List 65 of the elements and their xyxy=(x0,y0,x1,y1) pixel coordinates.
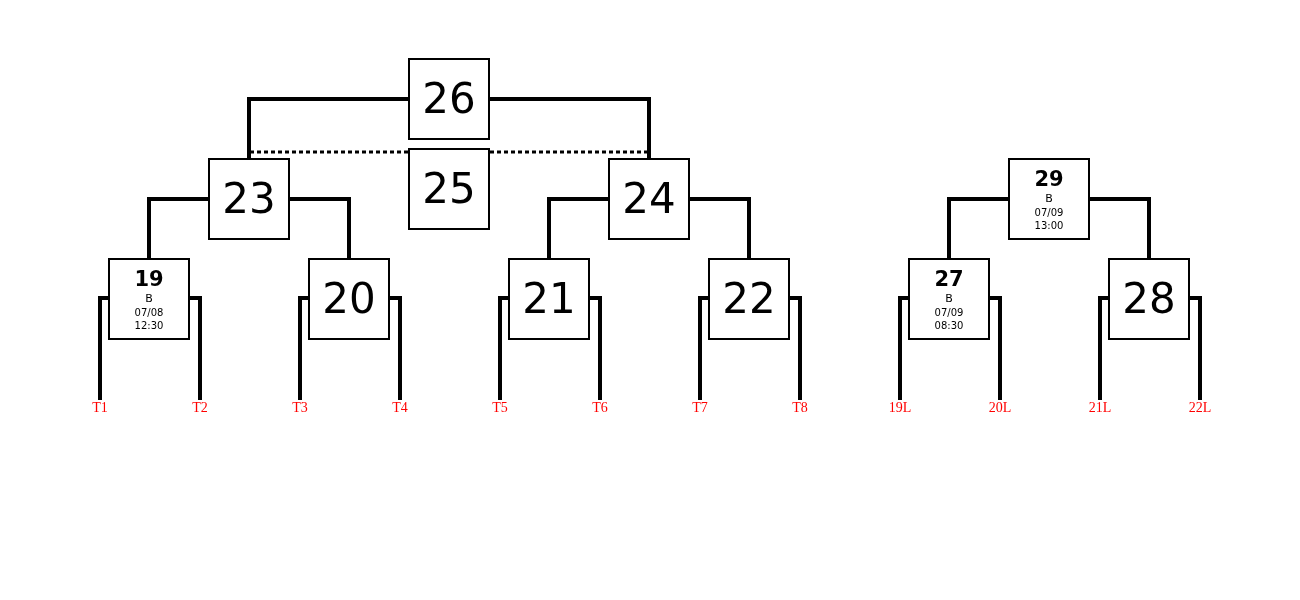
match-number: 22 xyxy=(722,276,776,322)
match-time: 12:30 xyxy=(134,318,164,332)
match-box xyxy=(1108,258,1190,340)
slot-label: 21L xyxy=(1080,400,1120,416)
bracket-line xyxy=(498,296,508,400)
bracket-line xyxy=(1190,296,1202,400)
slot-label: 20L xyxy=(980,400,1020,416)
dotted-bracket-line xyxy=(247,150,408,158)
slot-label: 22L xyxy=(1180,400,1220,416)
slot-label: 19L xyxy=(880,400,920,416)
bracket-line xyxy=(247,97,408,158)
match-time: 13:00 xyxy=(1034,218,1064,232)
bracket-line xyxy=(390,296,402,400)
bracket-line xyxy=(790,296,802,400)
bracket-line xyxy=(190,296,202,400)
match-box xyxy=(608,158,690,240)
slot-label: T6 xyxy=(580,400,620,416)
court-label: B xyxy=(945,290,953,306)
match-box xyxy=(1008,158,1090,240)
court-label: B xyxy=(1045,190,1053,206)
slot-label: T5 xyxy=(480,400,520,416)
slot-label: T3 xyxy=(280,400,320,416)
bracket-line xyxy=(690,197,751,258)
bracket-line xyxy=(990,296,1002,400)
match-number: 27 xyxy=(934,266,964,291)
court-label: B xyxy=(145,290,153,306)
bracket-line xyxy=(147,197,208,258)
match-number: 23 xyxy=(222,176,276,222)
match-box xyxy=(108,258,190,340)
bracket-line xyxy=(898,296,908,400)
slot-label: T1 xyxy=(80,400,120,416)
match-number: 29 xyxy=(1034,166,1064,191)
match-date: 07/08 xyxy=(134,305,164,319)
match-number: 21 xyxy=(522,276,576,322)
match-box xyxy=(208,158,290,240)
match-box xyxy=(908,258,990,340)
bracket-line xyxy=(1098,296,1108,400)
slot-label: T7 xyxy=(680,400,720,416)
bracket-line xyxy=(590,296,602,400)
bracket-line xyxy=(947,197,1008,258)
bracket-line xyxy=(298,296,308,400)
match-number: 26 xyxy=(422,76,476,122)
slot-label: T2 xyxy=(180,400,220,416)
slot-label: T4 xyxy=(380,400,420,416)
slot-label: T8 xyxy=(780,400,820,416)
bracket-line xyxy=(547,197,608,258)
match-date: 07/09 xyxy=(1034,205,1064,219)
bracket-line xyxy=(98,296,108,400)
match-time: 08:30 xyxy=(934,318,964,332)
match-number: 19 xyxy=(134,266,164,291)
bracket-line xyxy=(490,97,651,158)
bracket-line xyxy=(290,197,351,258)
dotted-bracket-line xyxy=(490,150,651,158)
match-box xyxy=(708,258,790,340)
match-number: 25 xyxy=(422,166,476,212)
match-number: 28 xyxy=(1122,276,1176,322)
match-number: 20 xyxy=(322,276,376,322)
match-date: 07/09 xyxy=(934,305,964,319)
match-box xyxy=(408,148,490,230)
bracket-line xyxy=(1090,197,1151,258)
match-box xyxy=(308,258,390,340)
match-box xyxy=(508,258,590,340)
match-box xyxy=(408,58,490,140)
bracket-line xyxy=(698,296,708,400)
match-number: 24 xyxy=(622,176,676,222)
